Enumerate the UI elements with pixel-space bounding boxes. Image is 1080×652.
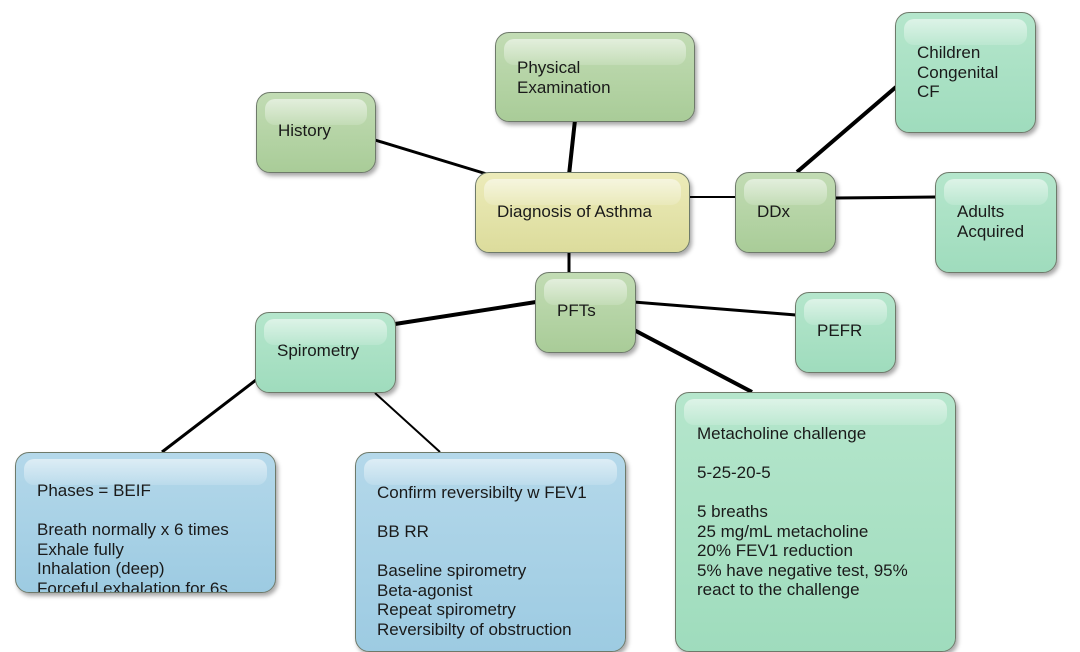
node-pfts-label: PFTs [557,301,596,320]
node-spirometry[interactable]: Spirometry [255,312,396,393]
node-adults[interactable]: Adults Acquired [935,172,1057,273]
node-physical-examination[interactable]: Physical Examination [495,32,695,122]
edge-spirometry-phases [161,378,257,454]
edge-pfts-pefr [633,300,797,317]
edge-pfts-spirometry [394,300,537,326]
node-metacholine-label: Metacholine challenge 5-25-20-5 5 breath… [697,424,908,599]
node-phases[interactable]: Phases = BEIF Breath normally x 6 times … [15,452,276,593]
edge-center-physical [567,119,577,176]
node-history-label: History [278,121,331,140]
node-pfts[interactable]: PFTs [535,272,636,353]
node-children-label: Children Congenital CF [917,43,999,101]
node-physical-examination-label: Physical Examination [517,58,611,97]
node-reversibility[interactable]: Confirm reversibilty w FEV1 BB RR Baseli… [355,452,626,652]
node-children[interactable]: Children Congenital CF [895,12,1036,133]
node-adults-label: Adults Acquired [957,202,1025,241]
node-pefr[interactable]: PEFR [795,292,896,373]
node-diagnosis-of-asthma-label: Diagnosis of Asthma [497,202,652,221]
node-ddx-label: DDx [757,202,791,221]
edge-ddx-children [795,85,898,174]
node-pefr-label: PEFR [817,321,863,340]
node-reversibility-label: Confirm reversibilty w FEV1 BB RR Baseli… [377,483,587,639]
edge-spirometry-reversibility [374,392,441,453]
node-phases-label: Phases = BEIF Breath normally x 6 times … [37,481,229,593]
node-spirometry-label: Spirometry [277,341,360,360]
node-history[interactable]: History [256,92,376,173]
edge-pfts-metacholine [633,328,753,394]
connector-lines [161,85,937,454]
node-metacholine[interactable]: Metacholine challenge 5-25-20-5 5 breath… [675,392,956,652]
node-ddx[interactable]: DDx [735,172,836,253]
node-diagnosis-of-asthma[interactable]: Diagnosis of Asthma [475,172,690,253]
edge-ddx-adults [833,195,937,200]
edge-center-history [374,138,491,177]
